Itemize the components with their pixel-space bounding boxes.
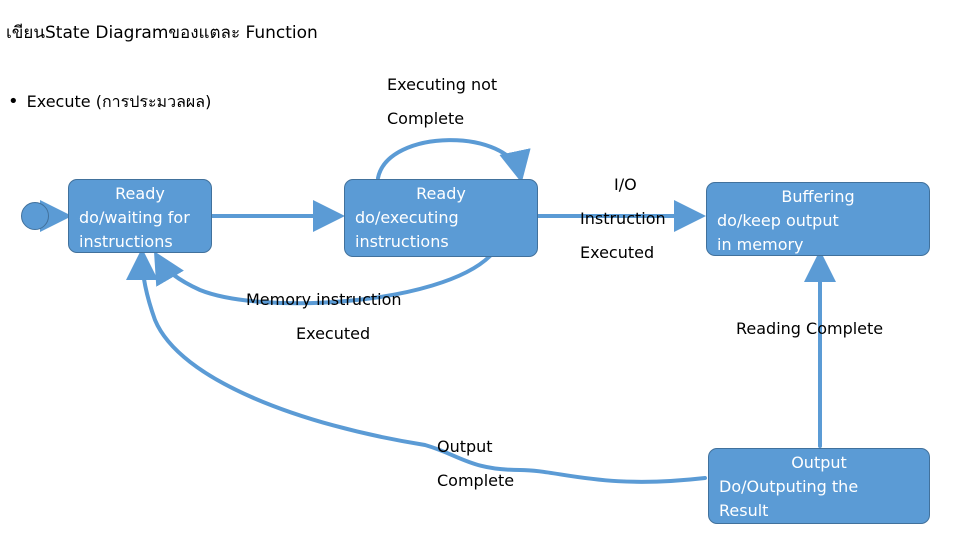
state-buffering: Buffering do/keep output in memory (706, 182, 930, 256)
state-buffering-detail: in memory (717, 235, 804, 254)
arrow-memory-instruction-executed (153, 251, 492, 306)
label-complete: Complete (387, 109, 465, 128)
state-output: Output Do/Outputing the Result (708, 448, 930, 524)
label-instruction: Instruction (580, 209, 666, 228)
state-ready-waiting-detail: instructions (79, 232, 173, 251)
arrow-output-complete (126, 248, 707, 484)
state-output-title: Output (791, 453, 847, 472)
label-reading-complete: Reading Complete (736, 319, 884, 338)
state-ready-waiting-title: Ready (115, 184, 165, 203)
state-ready-executing-title: Ready (416, 184, 466, 203)
page-title: เขียนState Diagramของแตละ Function (6, 23, 318, 43)
state-buffering-activity: do/keep output (717, 211, 839, 230)
label-memory-executed: Executed (296, 324, 371, 343)
label-output-complete: Complete (437, 471, 515, 490)
label-io: I/O (614, 175, 637, 194)
label-executing-not: Executing not (387, 75, 498, 94)
state-ready-waiting: Ready do/waiting for instructions (68, 179, 212, 253)
state-output-activity: Do/Outputing the (719, 477, 859, 496)
bullet-dot-icon: • (8, 91, 19, 112)
bullet-execute: • Execute (การประมวลผล) (8, 90, 211, 115)
label-memory-instruction: Memory instruction (246, 290, 402, 309)
label-output: Output (437, 437, 493, 456)
label-io-executed: Executed (580, 243, 655, 262)
state-ready-executing: Ready do/executing instructions (344, 179, 538, 257)
state-ready-executing-activity: do/executing (355, 208, 459, 227)
state-ready-waiting-activity: do/waiting for (79, 208, 190, 227)
state-output-detail: Result (719, 501, 769, 520)
state-buffering-title: Buffering (781, 187, 855, 206)
state-ready-executing-detail: instructions (355, 232, 449, 251)
bullet-text: Execute (การประมวลผล) (26, 92, 212, 111)
arrow-executing-not-complete-loop (376, 138, 531, 183)
initial-state-dot (21, 202, 49, 230)
